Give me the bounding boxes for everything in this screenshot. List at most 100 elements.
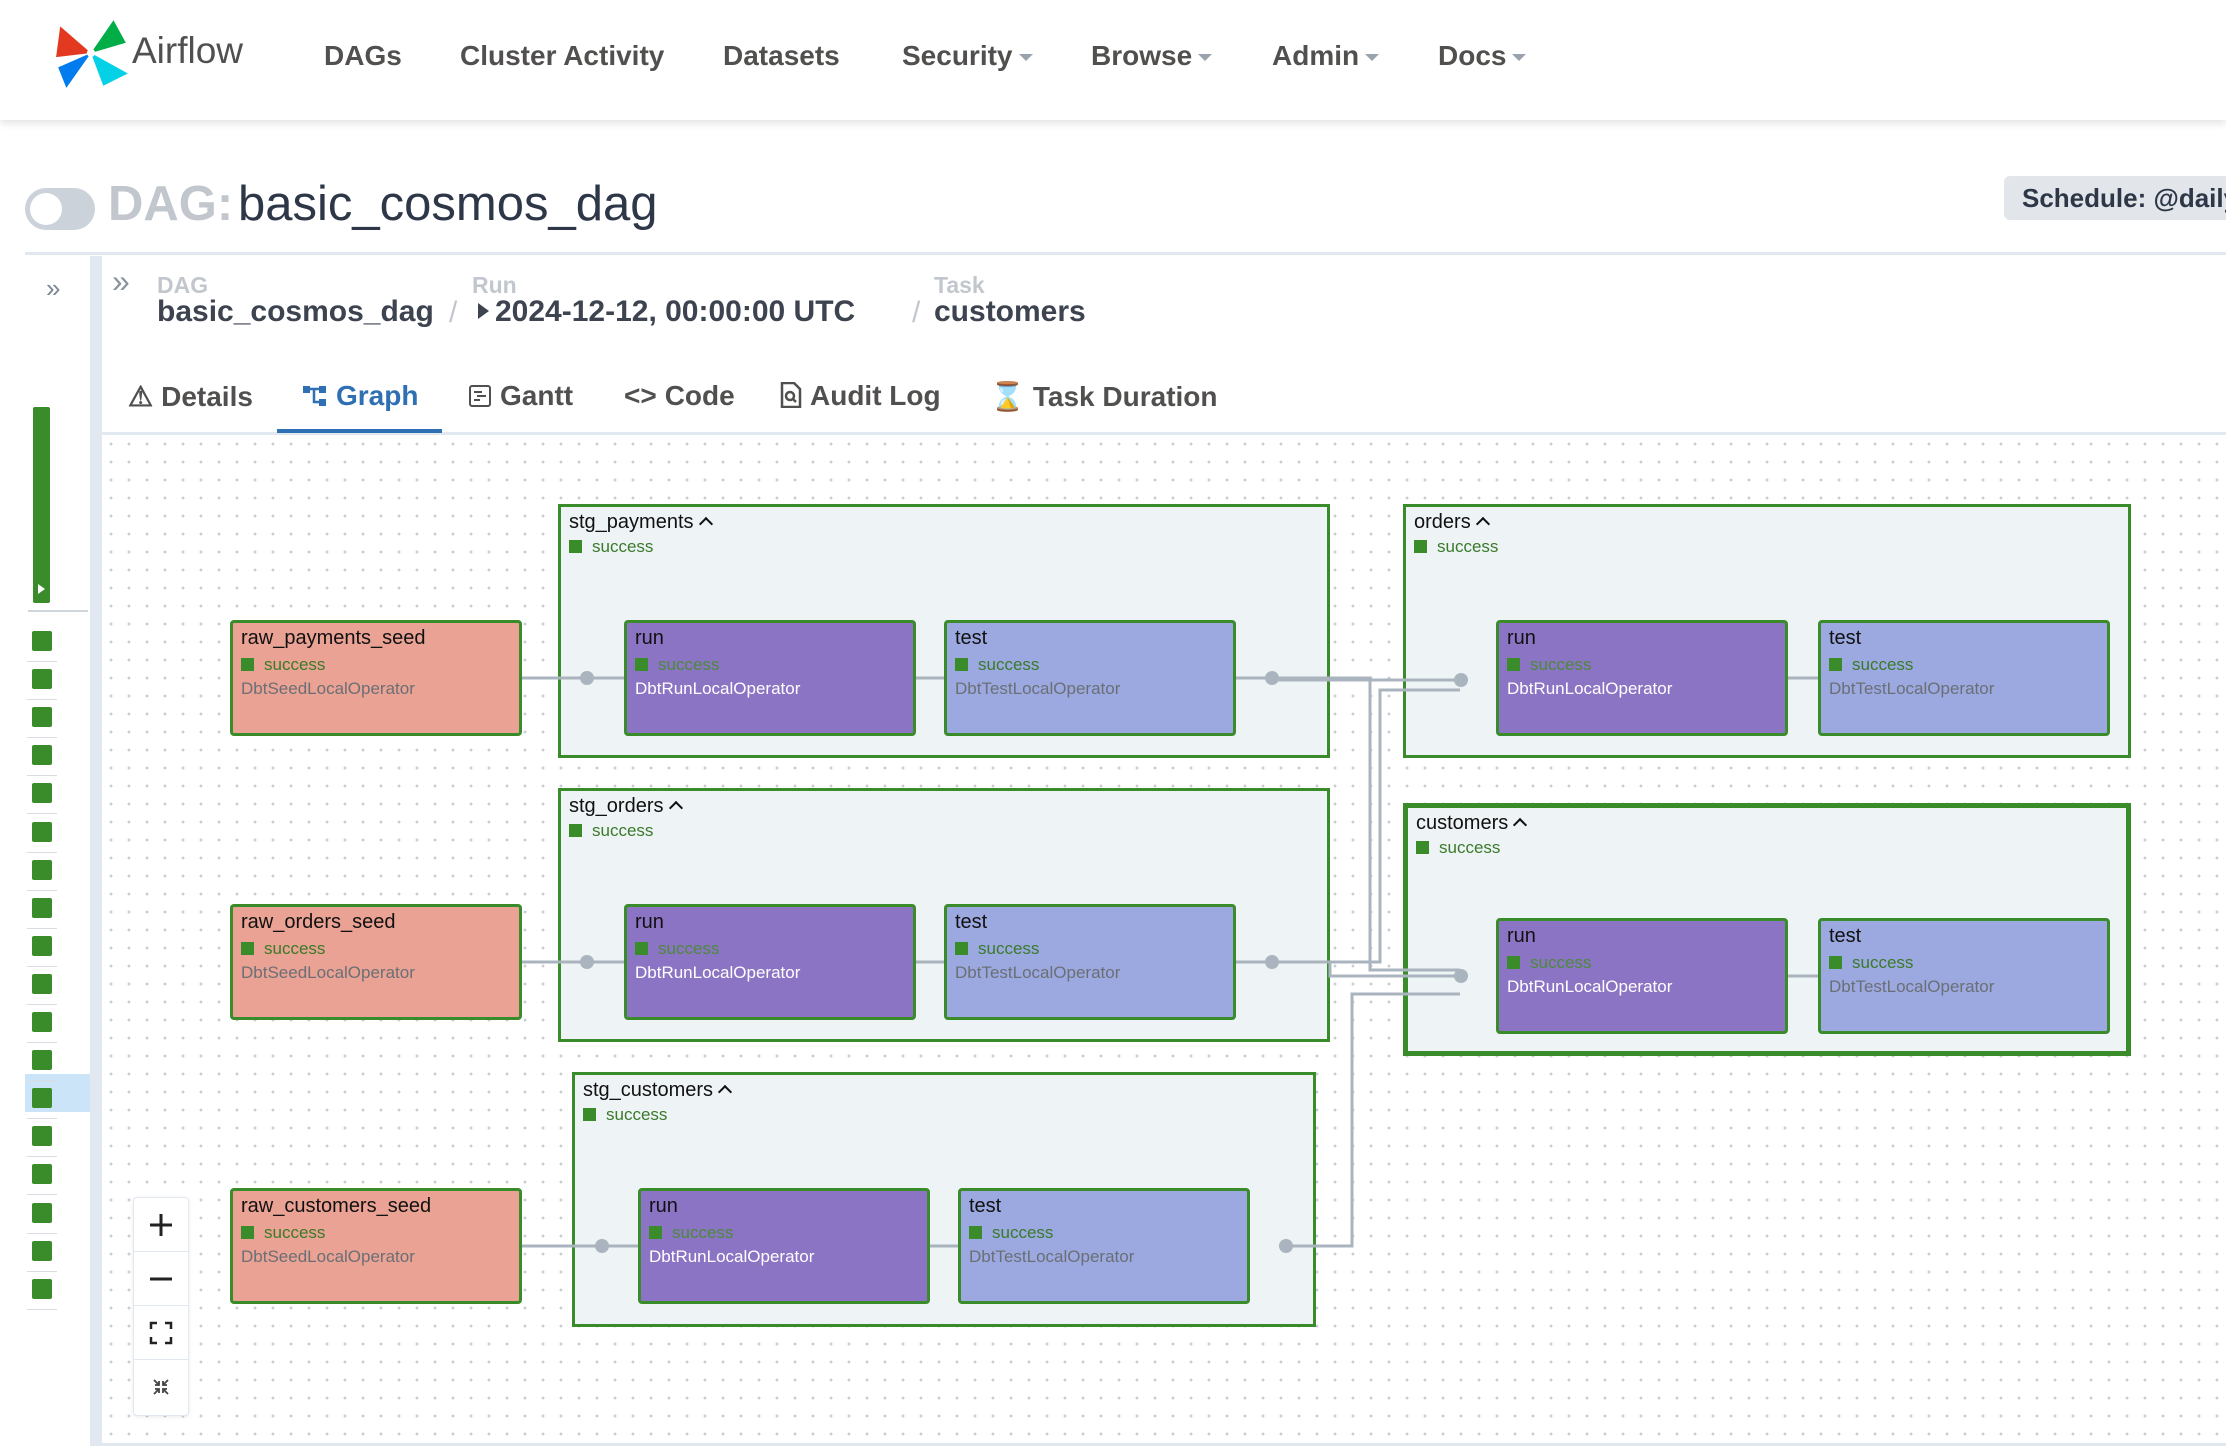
nav-browse[interactable]: Browse [1091, 40, 1213, 72]
breadcrumb-separator: / [449, 296, 458, 329]
chevron-up-icon[interactable] [698, 516, 713, 532]
zoom-out-button[interactable] [134, 1252, 188, 1306]
code-icon: <> [624, 380, 657, 411]
fit-view-button[interactable] [134, 1306, 188, 1360]
node-title: raw_payments_seed [241, 627, 426, 649]
chevron-up-icon[interactable] [1475, 516, 1490, 532]
collapse-view-button[interactable] [134, 1360, 188, 1414]
nav-admin[interactable]: Admin [1272, 40, 1380, 72]
task-node-orders-run[interactable]: run success DbtRunLocalOperator [1496, 620, 1788, 736]
breadcrumb-task-label: Task [934, 272, 985, 298]
tab-gantt-label: Gantt [500, 380, 574, 411]
chevron-up-icon[interactable] [668, 800, 683, 816]
fit-view-icon [149, 1321, 173, 1344]
grid-row-divider [27, 1233, 57, 1234]
expand-details-icon[interactable]: » [112, 263, 130, 299]
group-title[interactable]: customers [1416, 812, 1528, 835]
chevron-down-icon [1512, 54, 1527, 62]
warning-triangle-icon: ⚠ [128, 381, 154, 412]
group-status: success [1414, 537, 1498, 557]
task-instance-square[interactable] [32, 1126, 52, 1146]
dag-run-duration-bar[interactable] [33, 407, 50, 603]
tab-gantt[interactable]: Gantt [468, 380, 573, 412]
task-instance-square[interactable] [32, 669, 52, 689]
tab-details[interactable]: ⚠Details [128, 380, 253, 413]
task-instance-square[interactable] [32, 860, 52, 880]
task-node-stg-payments-run[interactable]: run success DbtRunLocalOperator [624, 620, 916, 736]
zoom-in-button[interactable] [134, 1198, 188, 1252]
chevron-up-icon[interactable] [1513, 817, 1528, 833]
status-square-icon [955, 942, 968, 955]
nav-dags[interactable]: DAGs [324, 40, 402, 72]
task-node-raw-orders-seed[interactable]: raw_orders_seed success DbtSeedLocalOper… [230, 904, 522, 1020]
node-status: success [635, 939, 719, 959]
task-node-customers-run[interactable]: run success DbtRunLocalOperator [1496, 918, 1788, 1034]
task-node-stg-orders-run[interactable]: run success DbtRunLocalOperator [624, 904, 916, 1020]
node-title: test [1829, 925, 1862, 947]
node-status-text: success [264, 1223, 326, 1242]
breadcrumb-dag-value[interactable]: basic_cosmos_dag [157, 295, 434, 328]
nav-datasets[interactable]: Datasets [723, 40, 840, 72]
task-instance-square[interactable] [32, 707, 52, 727]
group-title-text: orders [1414, 511, 1471, 533]
task-instance-square[interactable] [32, 1050, 52, 1070]
node-title: run [1507, 925, 1536, 947]
task-instance-square[interactable] [32, 936, 52, 956]
task-node-raw-customers-seed[interactable]: raw_customers_seed success DbtSeedLocalO… [230, 1188, 522, 1304]
nav-cluster-activity[interactable]: Cluster Activity [460, 40, 664, 72]
node-operator: DbtRunLocalOperator [1507, 679, 1673, 698]
node-status-text: success [672, 1223, 734, 1242]
group-title[interactable]: stg_payments [569, 511, 713, 534]
status-square-icon [1414, 540, 1427, 553]
airflow-logo-icon[interactable] [52, 16, 134, 90]
node-operator: DbtTestLocalOperator [1829, 679, 1995, 698]
dag-pause-toggle[interactable] [25, 188, 95, 230]
task-instance-square[interactable] [32, 1241, 52, 1261]
node-operator: DbtTestLocalOperator [955, 679, 1121, 698]
task-instance-square[interactable] [32, 783, 52, 803]
breadcrumb-run-label: Run [472, 272, 517, 298]
task-instance-square[interactable] [32, 631, 52, 651]
task-instance-square[interactable] [32, 1279, 52, 1299]
group-status: success [1416, 838, 1500, 858]
top-navbar: Airflow DAGs Cluster Activity Datasets S… [0, 0, 2226, 120]
group-title[interactable]: orders [1414, 511, 1490, 534]
tab-graph[interactable]: Graph [302, 380, 418, 412]
node-operator: DbtRunLocalOperator [1507, 977, 1673, 996]
grid-row-divider [27, 1309, 57, 1310]
task-node-raw-payments-seed[interactable]: raw_payments_seed success DbtSeedLocalOp… [230, 620, 522, 736]
task-instance-square[interactable] [32, 745, 52, 765]
task-node-orders-test[interactable]: test success DbtTestLocalOperator [1818, 620, 2110, 736]
grid-row-divider [27, 928, 57, 929]
task-node-stg-orders-test[interactable]: test success DbtTestLocalOperator [944, 904, 1236, 1020]
task-node-stg-payments-test[interactable]: test success DbtTestLocalOperator [944, 620, 1236, 736]
task-instance-square[interactable] [32, 898, 52, 918]
task-instance-square[interactable] [32, 822, 52, 842]
chevron-up-icon[interactable] [717, 1084, 733, 1100]
tab-audit-log[interactable]: Audit Log [780, 380, 941, 412]
node-status: success [241, 655, 325, 675]
grid-resize-handle[interactable] [90, 256, 102, 1446]
task-instance-square[interactable] [32, 974, 52, 994]
task-instance-square[interactable] [32, 1203, 52, 1223]
task-node-stg-customers-run[interactable]: run success DbtRunLocalOperator [638, 1188, 930, 1304]
task-node-customers-test[interactable]: test success DbtTestLocalOperator [1818, 918, 2110, 1034]
status-square-icon [241, 1226, 254, 1239]
play-icon [478, 303, 489, 319]
tab-task-duration[interactable]: ⌛Task Duration [990, 380, 1218, 413]
task-instance-square[interactable] [32, 1164, 52, 1184]
group-title[interactable]: stg_orders [569, 795, 683, 818]
breadcrumb-run-value[interactable]: 2024-12-12, 00:00:00 UTC [478, 295, 855, 329]
group-title[interactable]: stg_customers [583, 1079, 733, 1102]
task-node-stg-customers-test[interactable]: test success DbtTestLocalOperator [958, 1188, 1250, 1304]
nav-docs[interactable]: Docs [1438, 40, 1527, 72]
task-instance-square[interactable] [32, 1012, 52, 1032]
logo-text[interactable]: Airflow [132, 30, 244, 71]
collapse-grid-icon[interactable]: » [46, 273, 61, 303]
nav-security[interactable]: Security [902, 40, 1033, 72]
grid-row-divider [27, 1271, 57, 1272]
breadcrumb-task-value[interactable]: customers [934, 295, 1086, 328]
task-instance-square[interactable] [32, 1088, 52, 1108]
grid-row-divider [27, 852, 57, 853]
tab-code[interactable]: <>Code [624, 380, 735, 412]
